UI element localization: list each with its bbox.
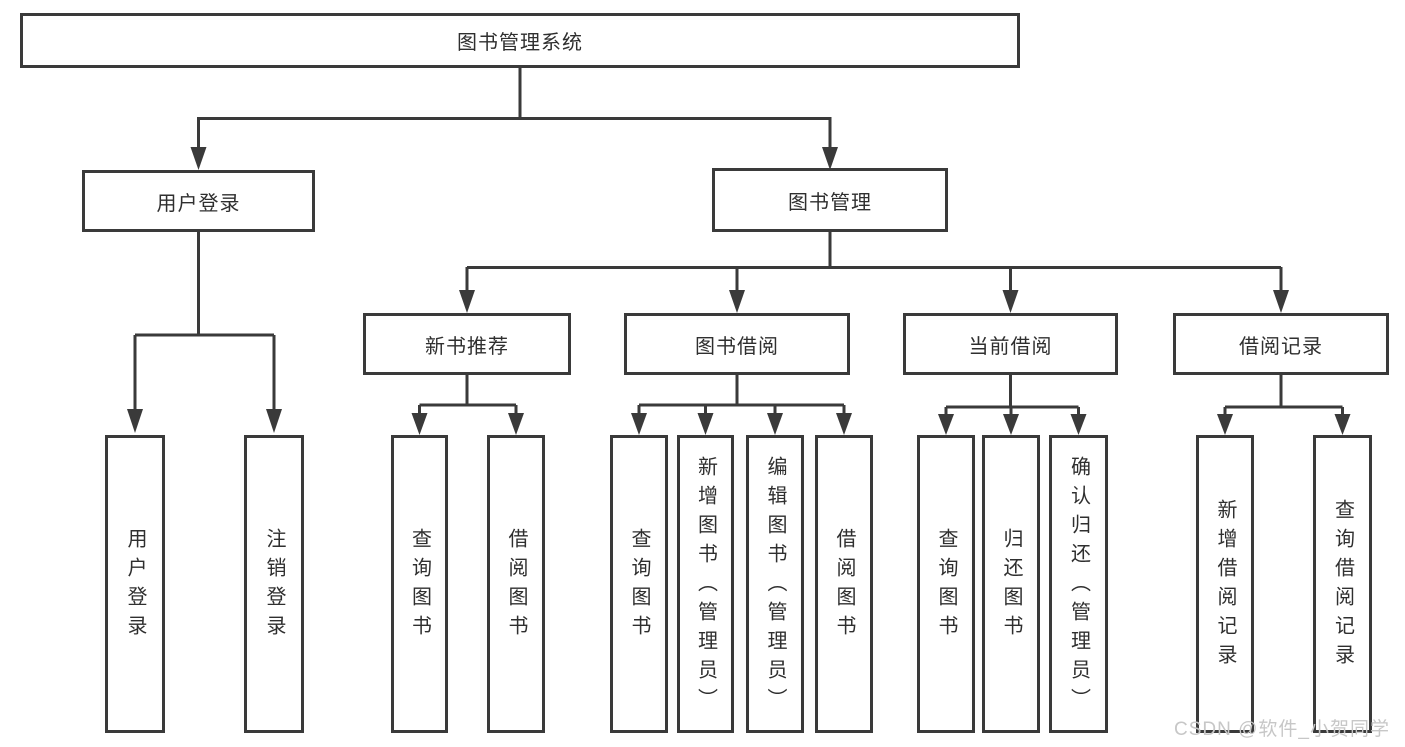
arrowhead-icon xyxy=(266,409,282,433)
arrowhead-icon xyxy=(1002,290,1019,313)
leaf-logout: 注销登录 xyxy=(244,435,304,733)
arrowhead-icon xyxy=(508,413,524,435)
arrowhead-icon xyxy=(631,413,647,435)
node-current-borrow: 当前借阅 xyxy=(903,313,1118,375)
leaf-return-books: 归还图书 xyxy=(982,435,1040,733)
node-book-management-group: 图书管理 xyxy=(712,168,948,232)
node-borrow-records: 借阅记录 xyxy=(1173,313,1389,375)
leaf-user-login: 用户登录 xyxy=(105,435,165,733)
leaf-query-books-3: 查询图书 xyxy=(917,435,975,733)
arrowhead-icon xyxy=(1070,414,1087,435)
node-new-book-recommend: 新书推荐 xyxy=(363,313,571,375)
arrowhead-icon xyxy=(190,147,207,170)
leaf-add-borrow-record: 新增借阅记录 xyxy=(1196,435,1254,733)
leaf-confirm-return-admin: 确认归还（管理员） xyxy=(1049,435,1108,733)
leaf-query-books-2: 查询图书 xyxy=(610,435,668,733)
node-user-login-group: 用户登录 xyxy=(82,170,315,232)
leaf-add-books-admin: 新增图书（管理员） xyxy=(677,435,734,733)
leaf-query-books-1: 查询图书 xyxy=(391,435,448,733)
arrowhead-icon xyxy=(697,413,714,435)
arrowhead-icon xyxy=(729,290,745,313)
watermark: CSDN @软件_小贺同学 xyxy=(1174,719,1390,740)
leaf-borrow-books-2: 借阅图书 xyxy=(815,435,873,733)
arrowhead-icon xyxy=(1217,414,1233,435)
arrowhead-icon xyxy=(767,413,783,435)
arrowhead-icon xyxy=(1273,290,1289,313)
node-book-borrow: 图书借阅 xyxy=(624,313,850,375)
arrowhead-icon xyxy=(938,414,954,435)
arrowhead-icon xyxy=(822,147,838,170)
leaf-borrow-books-1: 借阅图书 xyxy=(487,435,545,733)
arrowhead-icon xyxy=(836,413,852,435)
arrowhead-icon xyxy=(127,409,143,433)
leaf-query-borrow-record: 查询借阅记录 xyxy=(1313,435,1372,733)
arrowhead-icon xyxy=(459,290,475,313)
leaf-edit-books-admin: 编辑图书（管理员） xyxy=(746,435,804,733)
arrowhead-icon xyxy=(1003,414,1019,435)
node-root: 图书管理系统 xyxy=(20,13,1020,68)
arrowhead-icon xyxy=(1334,414,1351,435)
arrowhead-icon xyxy=(411,413,428,435)
